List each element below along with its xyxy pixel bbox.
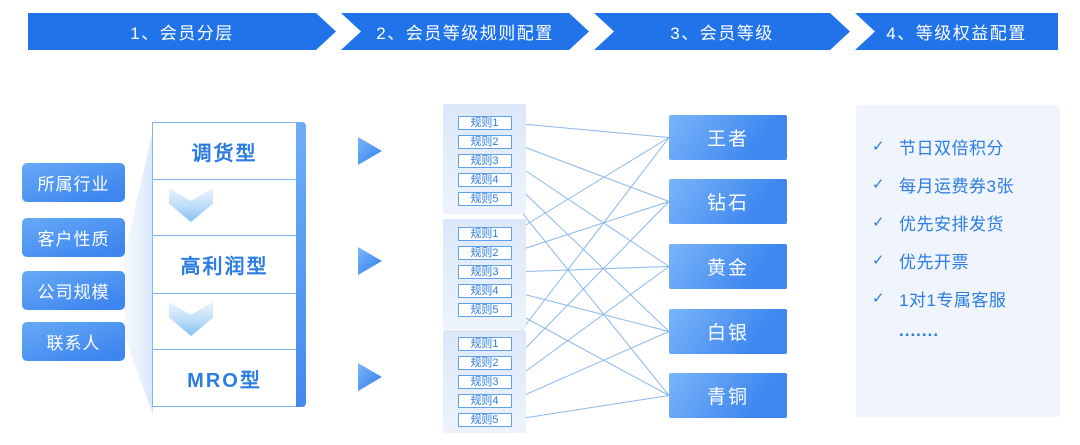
rule-to-level-connector (510, 137, 670, 345)
benefit-label: 节日双倍积分 (899, 138, 1004, 158)
level-diamond: 钻石 (669, 179, 787, 224)
benefit-list: ✓ 节日双倍积分 ✓ 每月运费券3张 ✓ 优先安排发货 ✓ 优先开票 ✓ 1对1专属客服 (872, 127, 1060, 317)
checkmark-icon: ✓ (872, 290, 886, 307)
benefit-item: ✓ 优先安排发货 (872, 203, 1060, 241)
benefit-label: 1对1专属客服 (899, 290, 1007, 310)
checkmark-icon: ✓ (872, 138, 886, 155)
rule-to-level-connector (510, 201, 670, 254)
rule-box: 规则3 (457, 265, 512, 279)
rule-to-level-connector (510, 122, 670, 138)
rule-to-level-connector (510, 201, 670, 364)
segment-divider (153, 179, 296, 236)
rule-to-level-connector (510, 198, 670, 396)
rule-box: 规则3 (457, 375, 512, 389)
dimension-company-size: 公司规模 (22, 271, 125, 310)
rule-to-level-connector (510, 179, 670, 332)
rule-group-2: 规则1 规则2 规则3 规则4 规则5 (443, 219, 526, 329)
checkmark-icon: ✓ (872, 252, 886, 269)
segment-transfer-type: 调货型 (191, 142, 258, 165)
rule-box: 规则5 (457, 413, 512, 427)
segment-mro-type: MRO型 (187, 369, 262, 392)
segment-box-accent-edge (296, 122, 306, 407)
funnel-shape (125, 130, 153, 415)
rule-box: 规则4 (457, 173, 512, 187)
segment-divider (153, 293, 296, 350)
level-bronze: 青铜 (669, 373, 787, 418)
dimension-industry: 所属行业 (22, 163, 125, 202)
benefit-label: 每月运费券3张 (899, 176, 1014, 196)
level-king: 王者 (669, 115, 787, 160)
rule-to-level-connector (510, 266, 670, 383)
benefit-item: ✓ 优先开票 (872, 241, 1060, 279)
benefit-item: ✓ 1对1专属客服 (872, 279, 1060, 317)
rule-to-level-connector (510, 290, 670, 332)
checkmark-icon: ✓ (872, 176, 886, 193)
rule-box: 规则5 (457, 192, 512, 206)
rule-box: 规则2 (457, 135, 512, 149)
rule-group-3: 规则1 规则2 规则3 规则4 规则5 (443, 330, 526, 433)
rule-to-level-connector (510, 395, 670, 421)
rule-box: 规则4 (457, 284, 512, 298)
level-silver: 白银 (669, 309, 787, 354)
rule-box: 规则4 (457, 394, 512, 408)
rule-to-level-connector (510, 331, 670, 402)
rule-box: 规则5 (457, 303, 512, 317)
step-segment-2: 2、会员等级规则配置 (341, 13, 589, 50)
benefits-more-dots: ....... (899, 321, 940, 340)
benefit-item: ✓ 节日双倍积分 (872, 127, 1060, 165)
rule-box: 规则1 (457, 337, 512, 351)
benefits-panel: ✓ 节日双倍积分 ✓ 每月运费券3张 ✓ 优先安排发货 ✓ 优先开票 ✓ 1对1专属客服 ....… (856, 105, 1060, 417)
rule-box: 规则1 (457, 227, 512, 241)
segment-high-profit-type: 高利润型 (180, 256, 269, 278)
step-segment-3: 3、会员等级 (594, 13, 850, 50)
rule-box: 规则2 (457, 246, 512, 260)
rule-box: 规则1 (457, 116, 512, 130)
rule-to-level-connector (510, 309, 670, 396)
rule-to-level-connector (510, 141, 670, 202)
arrow-down-icon (169, 302, 213, 336)
rule-box: 规则3 (457, 154, 512, 168)
benefit-item: ✓ 每月运费券3张 (872, 165, 1060, 203)
arrow-down-icon (169, 188, 213, 222)
customer-segment-box: 调货型 高利润型 MRO型 (152, 122, 297, 407)
checkmark-icon: ✓ (872, 214, 886, 231)
rule-to-level-connector (510, 160, 670, 267)
rule-box: 规则2 (457, 356, 512, 370)
benefit-label: 优先开票 (899, 252, 969, 272)
level-gold: 黄金 (669, 244, 787, 289)
step-segment-4: 4、等级权益配置 (855, 13, 1058, 50)
rule-to-level-connector (510, 266, 670, 273)
dimension-contact: 联系人 (22, 322, 125, 361)
rule-to-level-connector (510, 137, 670, 235)
dimension-customer-nature: 客户性质 (22, 218, 125, 257)
step-segment-1: 1、会员分层 (28, 13, 336, 50)
rule-group-1: 规则1 规则2 规则3 规则4 规则5 (443, 104, 526, 214)
benefit-label: 优先安排发货 (899, 214, 1004, 234)
